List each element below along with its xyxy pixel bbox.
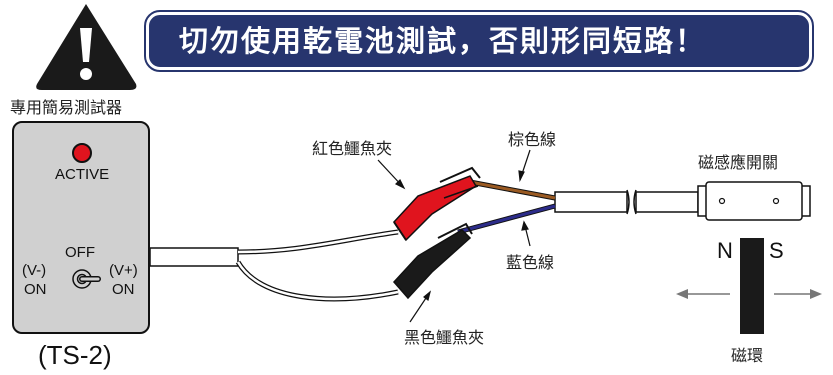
magnetic-switch-icon <box>697 181 811 221</box>
v-minus-on-label: ON <box>24 281 47 298</box>
warning-banner: 切勿使用乾電池測試，否則形同短路！ <box>144 10 814 72</box>
magnet-n-label: N <box>717 238 733 263</box>
v-plus-on-label: ON <box>112 281 135 298</box>
brown-wire <box>469 179 556 201</box>
red-clip-icon <box>393 166 481 242</box>
v-minus-label: (V-) <box>22 262 47 279</box>
brown-wire-label: 棕色線 <box>508 130 557 149</box>
magnet-ring-label: 磁環 <box>731 346 764 365</box>
black-clip-label: 黑色鱷魚夾 <box>404 328 485 347</box>
tester-cable <box>149 229 399 302</box>
black-clip-icon <box>392 222 473 300</box>
blue-wire-label: 藍色線 <box>506 253 555 272</box>
toggle-switch-icon[interactable] <box>70 264 108 294</box>
warning-triangle-icon <box>36 4 137 90</box>
off-label: OFF <box>65 244 95 261</box>
magnetic-switch-label: 磁感應開關 <box>698 153 779 172</box>
red-clip-label: 紅色鱷魚夾 <box>312 139 393 158</box>
tester-title: 專用簡易測試器 <box>10 98 123 117</box>
active-label: ACTIVE <box>55 166 110 183</box>
blue-wire <box>457 203 556 235</box>
leader-lines <box>377 149 531 323</box>
magnet-s-label: S <box>769 238 784 263</box>
magnet-bar-icon <box>676 238 822 334</box>
switch-cable <box>554 189 699 215</box>
active-led-icon <box>72 143 92 163</box>
model-label: (TS-2) <box>38 340 112 370</box>
v-plus-label: (V+) <box>109 262 138 279</box>
